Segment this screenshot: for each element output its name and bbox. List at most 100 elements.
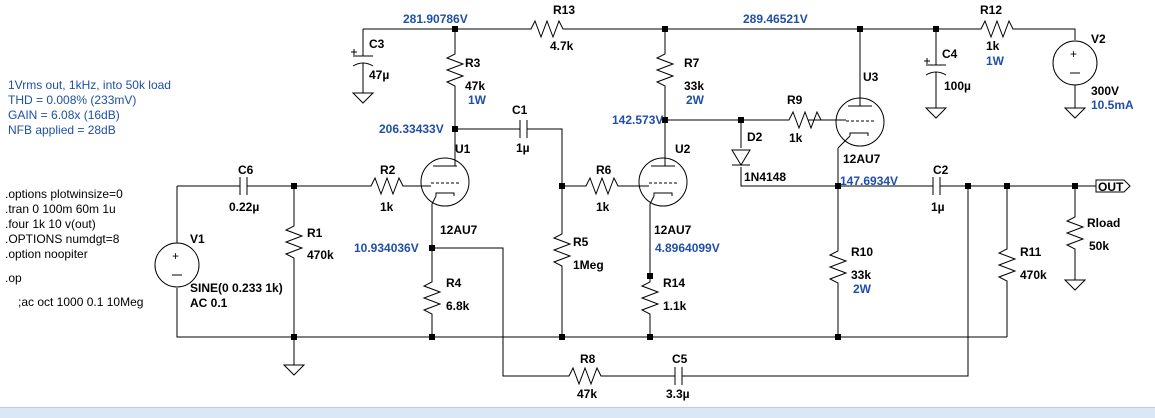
svg-text:281.90786V: 281.90786V — [403, 12, 468, 26]
svg-text:V1: V1 — [190, 232, 205, 246]
r4-symbol — [422, 275, 442, 322]
svg-text:12AU7: 12AU7 — [440, 223, 478, 237]
svg-text:R9: R9 — [787, 93, 803, 107]
svg-text:6.8k: 6.8k — [446, 299, 470, 313]
svg-text:AC 0.1: AC 0.1 — [190, 296, 228, 310]
r9-symbol — [785, 110, 838, 130]
component-labels: C3 47µ R3 47k 1W R13 4.7k R7 33k 2W U3 1… — [190, 3, 1134, 401]
v2-symbol — [1052, 40, 1098, 86]
svg-text:0.22µ: 0.22µ — [229, 200, 259, 214]
svg-text:;ac oct 1000 0.1 10Meg: ;ac oct 1000 0.1 10Meg — [18, 295, 143, 309]
svg-text:SINE(0 0.233 1k): SINE(0 0.233 1k) — [190, 281, 283, 295]
v1-symbol — [154, 242, 200, 288]
svg-text:R14: R14 — [663, 276, 685, 290]
r14-symbol — [640, 275, 660, 322]
svg-text:R13: R13 — [553, 3, 575, 17]
svg-text:R12: R12 — [980, 3, 1002, 17]
svg-text:1Meg: 1Meg — [573, 258, 604, 272]
r5-symbol — [552, 228, 572, 272]
svg-text:47k: 47k — [577, 387, 597, 401]
svg-text:1µ: 1µ — [931, 200, 945, 214]
svg-text:1.1k: 1.1k — [663, 299, 687, 313]
svg-text:10.934036V: 10.934036V — [354, 241, 419, 255]
svg-text:1Vrms out, 1kHz, into 50k load: 1Vrms out, 1kHz, into 50k load — [8, 78, 171, 92]
spice-directives[interactable]: .options plotwinsize=0 .tran 0 100m 60m … — [5, 187, 143, 309]
svg-text:U2: U2 — [675, 142, 691, 156]
svg-text:4.8964099V: 4.8964099V — [655, 241, 720, 255]
ground-main — [282, 364, 306, 376]
ground-c4 — [924, 107, 948, 119]
svg-text:3.3µ: 3.3µ — [666, 387, 690, 401]
node-voltages: 281.90786V 289.46521V 206.33433V 142.573… — [354, 12, 898, 255]
svg-text:1k: 1k — [380, 200, 394, 214]
svg-text:1N4148: 1N4148 — [744, 170, 786, 184]
svg-text:THD = 0.008% (233mV): THD = 0.008% (233mV) — [8, 93, 136, 107]
r2-symbol — [365, 176, 408, 196]
svg-text:Rload: Rload — [1087, 216, 1120, 230]
svg-text:.options plotwinsize=0: .options plotwinsize=0 — [5, 187, 123, 201]
svg-text:4.7k: 4.7k — [550, 39, 574, 53]
resistor-symbols — [284, 19, 1085, 386]
svg-text:47k: 47k — [465, 79, 485, 93]
svg-text:470k: 470k — [307, 248, 334, 262]
svg-text:+: + — [172, 249, 179, 263]
ground-v2 — [1063, 107, 1087, 119]
svg-text:R8: R8 — [580, 352, 596, 366]
svg-text:U1: U1 — [455, 142, 471, 156]
svg-text:R10: R10 — [851, 245, 873, 259]
capacitor-symbols — [235, 47, 947, 385]
diode-d2-symbol — [731, 149, 751, 166]
svg-text:R1: R1 — [307, 226, 323, 240]
status-bar — [0, 407, 1155, 418]
svg-text:100µ: 100µ — [944, 79, 971, 93]
svg-text:2W: 2W — [853, 282, 872, 296]
svg-text:.option noopiter: .option noopiter — [5, 247, 88, 261]
tube-u1-symbol — [420, 157, 470, 207]
svg-text:47µ: 47µ — [369, 68, 389, 82]
r11-symbol — [997, 242, 1017, 290]
svg-text:C2: C2 — [933, 163, 949, 177]
svg-text:C3: C3 — [369, 37, 385, 51]
tube-u3-symbol — [835, 97, 885, 149]
schematic-canvas[interactable]: + + — [0, 0, 1155, 407]
rload-symbol — [1065, 210, 1085, 258]
svg-text:12AU7: 12AU7 — [654, 223, 692, 237]
svg-text:.tran 0 100m 60m 1u: .tran 0 100m 60m 1u — [5, 202, 116, 216]
r10-symbol — [828, 244, 848, 290]
svg-text:R11: R11 — [1020, 245, 1042, 259]
svg-text:33k: 33k — [684, 79, 704, 93]
svg-text:33k: 33k — [851, 268, 871, 282]
svg-text:12AU7: 12AU7 — [843, 152, 881, 166]
svg-text:.op: .op — [5, 271, 22, 285]
svg-text:NFB applied = 28dB: NFB applied = 28dB — [8, 123, 116, 137]
svg-text:R5: R5 — [573, 235, 589, 249]
out-net-flag[interactable]: OUT — [1095, 179, 1131, 194]
wires — [176, 28, 1096, 377]
junctions — [291, 26, 1078, 340]
ground-rload — [1063, 279, 1087, 291]
r3-symbol — [445, 48, 465, 94]
svg-text:142.573V: 142.573V — [612, 113, 663, 127]
svg-text:R3: R3 — [465, 56, 481, 70]
svg-text:300V: 300V — [1091, 84, 1119, 98]
svg-text:+: + — [1070, 47, 1077, 61]
svg-text:C1: C1 — [512, 103, 528, 117]
svg-text:1W: 1W — [986, 54, 1005, 68]
svg-text:1µ: 1µ — [516, 141, 530, 155]
r12-symbol — [965, 19, 1040, 39]
svg-text:289.46521V: 289.46521V — [743, 12, 808, 26]
svg-text:R7: R7 — [684, 56, 700, 70]
svg-text:1k: 1k — [596, 200, 610, 214]
svg-text:GAIN = 6.08x (16dB): GAIN = 6.08x (16dB) — [8, 108, 120, 122]
annotation-notes: 1Vrms out, 1kHz, into 50k load THD = 0.0… — [8, 78, 171, 137]
tube-u2-symbol — [634, 157, 688, 207]
r1-symbol — [284, 220, 304, 265]
svg-text:OUT: OUT — [1098, 180, 1124, 194]
svg-text:206.33433V: 206.33433V — [379, 122, 444, 136]
r7-symbol — [655, 48, 675, 94]
r8-symbol — [565, 366, 610, 386]
svg-text:C4: C4 — [942, 47, 958, 61]
svg-text:C6: C6 — [238, 163, 254, 177]
svg-text:R2: R2 — [380, 163, 396, 177]
r13-symbol — [525, 19, 612, 39]
